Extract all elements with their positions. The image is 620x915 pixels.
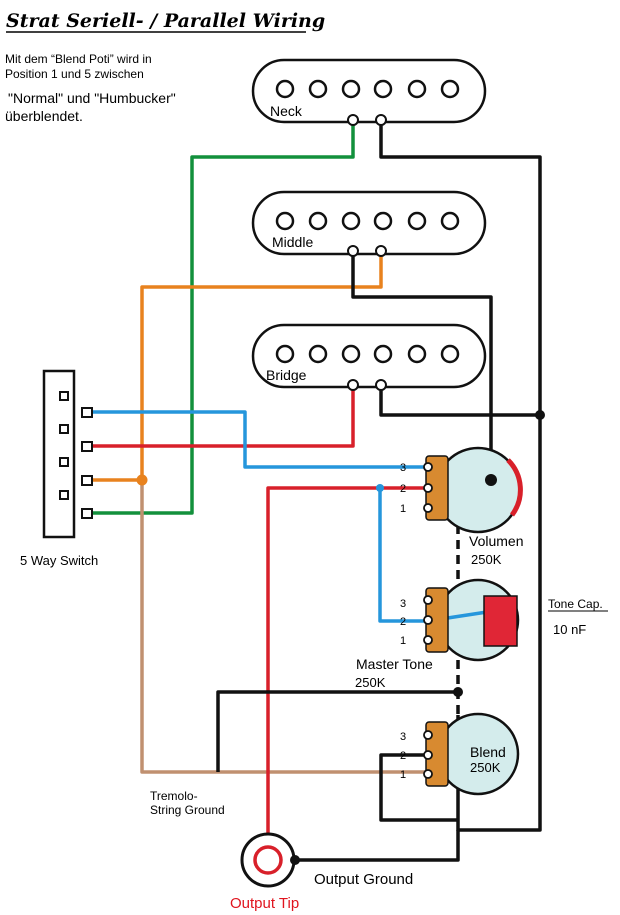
wire-black-ground-bus (379, 120, 542, 832)
volume-lug-1: 1 (400, 503, 406, 515)
wire-black-blend-ground (216, 690, 458, 772)
volume-lug-2: 2 (400, 483, 406, 495)
pickup-neck: Neck (251, 58, 487, 126)
pickup-middle-hot (375, 245, 387, 257)
pickup-neck-label: Neck (270, 103, 303, 119)
pot-volume-ground-point (485, 474, 497, 486)
pickup-bridge-label: Bridge (266, 367, 307, 383)
tone-lug-2: 2 (400, 616, 406, 628)
blend-lug-1: 1 (400, 769, 406, 781)
tone-cap-label: Tone Cap. (548, 597, 603, 611)
pickup-middle-ground (347, 245, 359, 257)
pickup-neck-body (251, 58, 487, 124)
pickup-middle: Middle (251, 190, 487, 257)
wire-green-neck (88, 120, 355, 515)
tremolo-ground-label-2: String Ground (150, 803, 225, 817)
output-jack (240, 832, 300, 888)
pot-tone-value: 250K (355, 675, 386, 690)
output-jack-ground-lug (290, 855, 300, 865)
junction-orange (136, 474, 148, 486)
pickup-bridge-body (251, 323, 487, 389)
pot-blend: 3 2 1 Blend 250K (400, 712, 520, 796)
wire-black-output-ground (295, 830, 460, 862)
output-jack-tip (253, 845, 283, 875)
blend-lug-3: 3 (400, 731, 406, 743)
tone-lug-3: 3 (400, 598, 406, 610)
pot-volume-treble-bleed (506, 458, 523, 517)
volume-lug-3: 3 (400, 462, 406, 474)
pickup-bridge-ground (375, 379, 387, 391)
pickup-neck-hot (347, 114, 359, 126)
pickup-middle-body (251, 190, 487, 256)
pot-volume: 3 2 1 Volumen 250K (400, 446, 523, 567)
wire-black-bridge-ground (379, 385, 540, 417)
wire-orange-middle (88, 251, 383, 482)
note-line-3: "Normal" und "Humbucker" (8, 90, 176, 106)
note-line-1: Mit dem “Blend Poti” wird in (5, 52, 152, 66)
pot-tone: 3 2 1 Master Tone 250K Tone Cap. 10 nF (355, 578, 608, 690)
diagram-title: Strat Seriell- / Parallel Wiring (6, 10, 325, 32)
wire-red-output (266, 486, 428, 860)
output-tip-label: Output Tip (230, 895, 299, 912)
pot-volume-name: Volumen (469, 533, 523, 549)
wire-blue-tone (378, 488, 428, 623)
pickup-neck-ground (375, 114, 387, 126)
pot-volume-value: 250K (471, 552, 502, 567)
wire-red-bridge (88, 385, 355, 448)
blend-lug-2: 2 (400, 750, 406, 762)
tremolo-ground-label-1: Tremolo- (150, 789, 198, 803)
output-ground-label: Output Ground (314, 871, 413, 888)
tone-cap-value: 10 nF (553, 622, 586, 637)
wire-black-middle (351, 251, 493, 480)
wire-tan-ground (140, 480, 428, 774)
note-line-2: Position 1 und 5 zwischen (5, 67, 144, 81)
junction-blue (376, 484, 384, 492)
pot-tone-name: Master Tone (356, 656, 433, 672)
note-line-4: überblendet. (5, 108, 83, 124)
wire-blue-switch (88, 410, 428, 469)
five-way-switch: 5 Way Switch (20, 369, 98, 568)
junction-bridge-ground (535, 410, 545, 420)
junction-blend-ground (453, 687, 463, 697)
pickup-bridge: Bridge (251, 323, 487, 391)
tone-lug-1: 1 (400, 635, 406, 647)
pot-blend-value: 250K (470, 760, 501, 775)
switch-label: 5 Way Switch (20, 553, 98, 568)
pickup-bridge-hot (347, 379, 359, 391)
pickup-middle-label: Middle (272, 234, 313, 250)
pot-blend-name: Blend (470, 744, 506, 760)
tone-capacitor (483, 595, 518, 647)
